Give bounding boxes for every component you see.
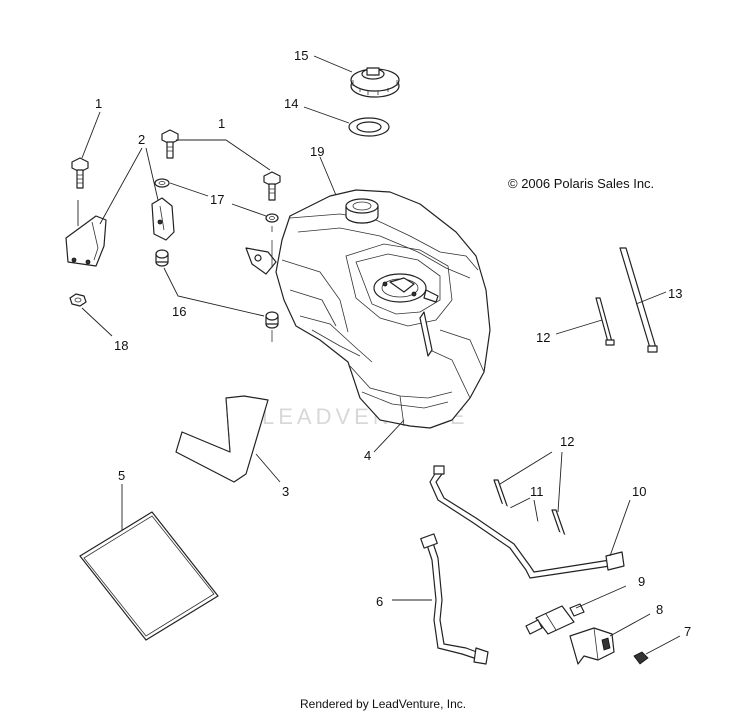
leader-9 [575, 585, 627, 609]
leader-19 [319, 156, 339, 201]
leader-12b [499, 451, 563, 513]
leader-4 [373, 419, 405, 453]
leader-18 [81, 307, 113, 337]
leader-14 [303, 106, 350, 124]
bracket-left [65, 215, 107, 267]
leader-16 [163, 267, 265, 317]
leader-10 [609, 499, 631, 557]
leader-1b [176, 139, 271, 171]
callout-12b: 12 [560, 434, 574, 449]
cable-tie-13 [619, 247, 658, 353]
leader-17 [169, 182, 267, 217]
grommet-16a [155, 249, 169, 267]
fuel-cap [350, 67, 400, 98]
callout-8: 8 [656, 602, 663, 617]
bolt-center [161, 129, 179, 159]
grommet-16b [265, 311, 279, 329]
callout-14: 14 [284, 96, 298, 111]
fuel-line-6 [420, 533, 489, 665]
cable-tie-12-upper [595, 297, 615, 346]
fuel-tank [245, 189, 491, 429]
washer-17a [154, 178, 170, 188]
callout-7: 7 [684, 624, 691, 639]
callout-3: 3 [282, 484, 289, 499]
callout-18: 18 [114, 338, 128, 353]
leader-15 [313, 55, 353, 73]
nut-18 [69, 293, 87, 307]
callout-1a: 1 [95, 96, 102, 111]
leader-3 [255, 453, 281, 483]
copyright-notice: © 2006 Polaris Sales Inc. [508, 176, 654, 191]
leader-13 [635, 291, 667, 305]
bolt-right [263, 171, 281, 201]
fuel-line-10 [429, 465, 625, 579]
callout-5: 5 [118, 468, 125, 483]
bolt-left [71, 157, 89, 189]
callout-15: 15 [294, 48, 308, 63]
flat-pad-5 [79, 511, 219, 641]
footer-credit: Rendered by LeadVenture, Inc. [300, 697, 466, 711]
callout-6: 6 [376, 594, 383, 609]
callout-4: 4 [364, 448, 371, 463]
callout-2: 2 [138, 132, 145, 147]
screw-7 [633, 651, 649, 665]
leader-2 [99, 147, 159, 225]
callout-16: 16 [172, 304, 186, 319]
fuel-filter-9 [525, 603, 585, 635]
callout-9: 9 [638, 574, 645, 589]
callout-12a: 12 [536, 330, 550, 345]
cap-gasket [348, 117, 390, 137]
callout-19: 19 [310, 144, 324, 159]
washer-17b [265, 213, 279, 223]
filter-bracket-8 [569, 627, 615, 665]
leader-12a [555, 319, 603, 335]
bracket-center [151, 197, 175, 241]
callout-1b: 1 [218, 116, 225, 131]
callout-13: 13 [668, 286, 682, 301]
callout-10: 10 [632, 484, 646, 499]
foam-pad-3 [175, 395, 269, 483]
callout-11: 11 [530, 484, 544, 499]
leader-8 [609, 613, 651, 637]
leader-1a [81, 111, 101, 159]
leader-7 [645, 635, 681, 655]
callout-17: 17 [210, 192, 224, 207]
